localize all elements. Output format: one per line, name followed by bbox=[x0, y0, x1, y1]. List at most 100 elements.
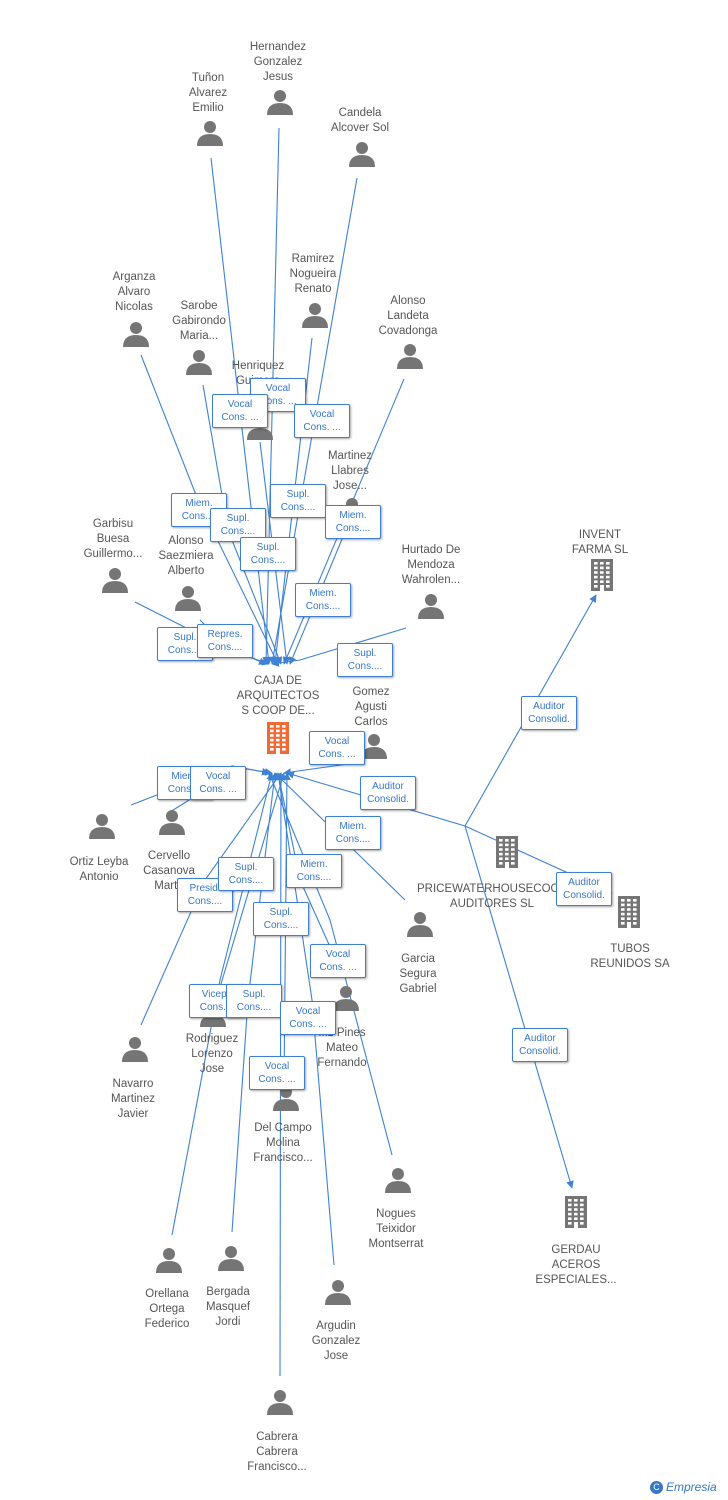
person-node[interactable]: Garbisu Buesa Guillermo... bbox=[58, 517, 168, 562]
node-label-orellana[interactable]: Orellana Ortega Federico bbox=[144, 1288, 190, 1330]
person-node[interactable]: Del Campo Molina Francisco... bbox=[228, 1121, 338, 1166]
person-node[interactable]: Cabrera Cabrera Francisco... bbox=[222, 1430, 332, 1475]
relation-badge[interactable]: Supl. Cons.... bbox=[226, 984, 282, 1018]
relation-badge[interactable]: Supl. Cons.... bbox=[337, 643, 393, 677]
person-icon bbox=[122, 1037, 148, 1062]
person-node[interactable]: Navarro Martinez Javier bbox=[78, 1077, 188, 1122]
person-node[interactable]: Hernandez Gonzalez Jesus bbox=[223, 40, 333, 85]
relation-badge[interactable]: Miem. Cons.... bbox=[325, 816, 381, 850]
person-node[interactable]: Arganza Alvaro Nicolas bbox=[79, 270, 189, 315]
building-icon bbox=[267, 722, 289, 754]
relation-badge[interactable]: Supl. Cons.... bbox=[270, 484, 326, 518]
node-label-nogues[interactable]: Nogues Teixidor Montserrat bbox=[368, 1208, 424, 1250]
node-label-sarobe[interactable]: Sarobe Gabirondo Maria... bbox=[172, 300, 226, 342]
relation-badge[interactable]: Vocal Cons. ... bbox=[310, 944, 366, 978]
person-node[interactable]: Alonso Saezmiera Alberto bbox=[131, 534, 241, 579]
company-node[interactable]: GERDAU ACEROS ESPECIALES... bbox=[521, 1243, 631, 1288]
node-label-navarro[interactable]: Navarro Martinez Javier bbox=[110, 1078, 156, 1120]
edge-nogues-caja bbox=[268, 772, 393, 1156]
node-label-bergada[interactable]: Bergada Masquef Jordi bbox=[205, 1286, 251, 1328]
edge-argudin-caja bbox=[275, 772, 335, 1266]
building-icon bbox=[618, 896, 640, 928]
node-label-garbisu[interactable]: Garbisu Buesa Guillermo... bbox=[83, 518, 143, 560]
node-label-pwc[interactable]: PRICEWATERHOUSECOO... AUDITORES SL bbox=[417, 883, 570, 910]
person-icon bbox=[218, 1246, 244, 1271]
person-icon bbox=[385, 1168, 411, 1193]
relation-badge[interactable]: Vocal Cons. ... bbox=[249, 1056, 305, 1090]
relation-badge[interactable]: Vocal Cons. ... bbox=[309, 731, 365, 765]
person-node[interactable]: Ramirez Nogueira Renato bbox=[258, 252, 368, 297]
relation-badge[interactable]: Vocal Cons. ... bbox=[280, 1001, 336, 1035]
person-node[interactable]: Cervello Casanova Marta bbox=[114, 849, 224, 894]
relation-badge[interactable]: Supl. Cons.... bbox=[253, 902, 309, 936]
person-node[interactable]: Argudin Gonzalez Jose bbox=[281, 1319, 391, 1364]
node-label-martinez_ll[interactable]: Martinez Llabres Jose... bbox=[327, 450, 373, 492]
node-label-hurtado[interactable]: Hurtado De Mendoza Wahrolen... bbox=[401, 544, 461, 586]
person-node[interactable]: Tuñon Alvarez Emilio bbox=[153, 71, 263, 116]
person-icon bbox=[349, 142, 375, 167]
focus-company-node[interactable]: CAJA DE ARQUITECTOS S COOP DE... bbox=[223, 674, 333, 719]
relation-badge[interactable]: Supl. Cons.... bbox=[240, 537, 296, 571]
edge-hurtado-caja bbox=[271, 627, 407, 667]
relation-badge[interactable]: Vocal Cons. ... bbox=[190, 766, 246, 800]
brand-logo-icon: C bbox=[650, 1481, 663, 1495]
relation-badge[interactable]: Supl. Cons.... bbox=[218, 857, 274, 891]
relation-badge[interactable]: Repres. Cons.... bbox=[197, 624, 253, 658]
node-label-cervello[interactable]: Cervello Casanova Marta bbox=[143, 850, 195, 892]
relation-badge[interactable]: Auditor Consolid. bbox=[521, 696, 577, 730]
company-node[interactable]: INVENT FARMA SL bbox=[545, 528, 655, 558]
relation-badge[interactable]: Miem. Cons.... bbox=[295, 583, 351, 617]
node-label-argudin[interactable]: Argudin Gonzalez Jose bbox=[311, 1320, 361, 1362]
node-label-invent[interactable]: INVENT FARMA SL bbox=[571, 529, 629, 556]
node-label-alonso_l[interactable]: Alonso Landeta Covadonga bbox=[378, 295, 438, 337]
person-node[interactable]: Candela Alcover Sol bbox=[305, 106, 415, 136]
company-node[interactable]: TUBOS REUNIDOS SA bbox=[575, 942, 685, 972]
company-node[interactable]: PRICEWATERHOUSECOO... AUDITORES SL bbox=[417, 882, 570, 912]
relation-badge[interactable]: Vocal Cons. ... bbox=[294, 404, 350, 438]
person-icon bbox=[418, 594, 444, 619]
building-icon bbox=[496, 836, 518, 868]
node-label-hernandez[interactable]: Hernandez Gonzalez Jesus bbox=[249, 41, 307, 83]
node-label-candela[interactable]: Candela Alcover Sol bbox=[330, 107, 390, 134]
person-node[interactable]: Gomez Agusti Carlos bbox=[316, 685, 426, 730]
person-icon bbox=[159, 810, 185, 835]
person-node[interactable]: Ortiz Leyba Antonio bbox=[44, 855, 154, 885]
person-icon bbox=[186, 350, 212, 375]
node-label-delcampo[interactable]: Del Campo Molina Francisco... bbox=[253, 1122, 313, 1164]
node-label-cabrera[interactable]: Cabrera Cabrera Francisco... bbox=[247, 1431, 307, 1473]
node-label-tubos[interactable]: TUBOS REUNIDOS SA bbox=[590, 943, 670, 970]
node-label-ortiz[interactable]: Ortiz Leyba Antonio bbox=[69, 856, 129, 883]
person-node[interactable]: Bergada Masquef Jordi bbox=[173, 1285, 283, 1330]
person-node[interactable]: Hurtado De Mendoza Wahrolen... bbox=[376, 543, 486, 588]
person-node[interactable]: Orellana Ortega Federico bbox=[112, 1287, 222, 1332]
person-node[interactable]: Rodriguez Lorenzo Jose bbox=[157, 1032, 267, 1077]
person-icon bbox=[156, 1248, 182, 1273]
person-node[interactable]: Alonso Landeta Covadonga bbox=[353, 294, 463, 339]
node-label-rodriguez[interactable]: Rodriguez Lorenzo Jose bbox=[185, 1033, 239, 1075]
person-icon bbox=[397, 344, 423, 369]
relation-badge[interactable]: Auditor Consolid. bbox=[360, 776, 416, 810]
node-label-arganza[interactable]: Arganza Alvaro Nicolas bbox=[112, 271, 156, 313]
relation-badge[interactable]: Miem. Cons.... bbox=[286, 854, 342, 888]
relation-badge[interactable]: Auditor Consolid. bbox=[556, 872, 612, 906]
person-icon bbox=[407, 912, 433, 937]
person-node[interactable]: Martinez Llabres Jose... bbox=[295, 449, 405, 494]
relation-badge[interactable]: Vocal Cons. ... bbox=[212, 394, 268, 428]
node-label-gomez[interactable]: Gomez Agusti Carlos bbox=[352, 686, 390, 728]
person-node[interactable]: Sarobe Gabirondo Maria... bbox=[144, 299, 254, 344]
node-label-gerdau[interactable]: GERDAU ACEROS ESPECIALES... bbox=[535, 1244, 617, 1286]
node-label-garcia[interactable]: Garcia Segura Gabriel bbox=[399, 953, 437, 995]
relation-badge[interactable]: Auditor Consolid. bbox=[512, 1028, 568, 1062]
person-icon bbox=[102, 568, 128, 593]
node-label-ramirez[interactable]: Ramirez Nogueira Renato bbox=[289, 253, 337, 295]
node-label-alonso_s[interactable]: Alonso Saezmiera Alberto bbox=[158, 535, 214, 577]
node-label-tunon[interactable]: Tuñon Alvarez Emilio bbox=[188, 72, 228, 114]
person-node[interactable]: Garcia Segura Gabriel bbox=[363, 952, 473, 997]
person-node[interactable]: Nogues Teixidor Montserrat bbox=[341, 1207, 451, 1252]
relation-badge[interactable]: Miem. Cons.... bbox=[325, 505, 381, 539]
person-icon bbox=[302, 303, 328, 328]
node-label-caja[interactable]: CAJA DE ARQUITECTOS S COOP DE... bbox=[236, 675, 320, 717]
relation-badge[interactable]: Supl. Cons.... bbox=[210, 508, 266, 542]
